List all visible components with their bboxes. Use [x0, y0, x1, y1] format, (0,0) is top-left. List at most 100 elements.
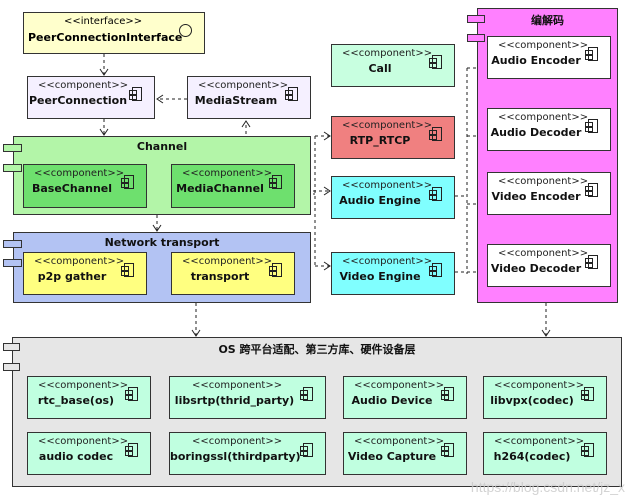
component-icon — [585, 255, 598, 269]
stereotype: <<component>> — [354, 380, 445, 391]
component-rtc-base[interactable]: <<component>> rtc_base(os) — [27, 376, 151, 419]
component-audio-decoder[interactable]: <<component>> Audio Decoder — [487, 108, 611, 151]
stereotype: <<component>> — [494, 380, 585, 391]
watermark: https://blog.csdn.net/jz_x — [470, 479, 625, 495]
component-name: Video Capture — [347, 450, 437, 463]
component-name: Video Encoder — [491, 190, 581, 203]
stereotype: <<component>> — [192, 436, 283, 447]
component-video-encoder[interactable]: <<component>> Video Encoder — [487, 172, 611, 215]
interface-stereotype: <<interface>> — [64, 16, 143, 27]
stereotype: <<component>> — [498, 40, 589, 51]
component-name: p2p gather — [37, 270, 107, 283]
component-icon — [429, 263, 442, 277]
package-tab-icon — [467, 34, 485, 42]
component-video-decoder[interactable]: <<component>> Video Decoder — [487, 244, 611, 287]
component-p2p-gather[interactable]: <<component>> p2p gather — [23, 252, 147, 295]
package-tab-icon — [3, 144, 22, 152]
component-name: boringssl(thirdparty) — [170, 450, 301, 463]
stereotype: <<component>> — [498, 112, 589, 123]
component-mediachannel[interactable]: <<component>> MediaChannel — [171, 164, 295, 208]
package-tab-icon — [3, 164, 22, 172]
component-icon — [429, 187, 442, 201]
component-rtp-rtcp[interactable]: <<component>> RTP_RTCP — [331, 116, 455, 159]
stereotype: <<component>> — [342, 256, 433, 267]
package-tab-icon — [3, 363, 20, 371]
component-mediastream[interactable]: <<component>> MediaStream — [187, 76, 311, 119]
component-libsrtp[interactable]: <<component>> libsrtp(thrid_party) — [169, 376, 326, 419]
component-video-capture[interactable]: <<component>> Video Capture — [343, 432, 467, 475]
package-tab-icon — [3, 343, 20, 351]
stereotype: <<component>> — [342, 48, 433, 59]
component-icon — [441, 443, 454, 457]
component-name: rtc_base(os) — [37, 394, 115, 407]
stereotype: <<component>> — [342, 180, 433, 191]
stereotype: <<component>> — [34, 168, 125, 179]
component-audio-device[interactable]: <<component>> Audio Device — [343, 376, 467, 419]
package-title: 编解码 — [531, 14, 564, 27]
component-icon — [581, 443, 594, 457]
stereotype: <<component>> — [498, 176, 589, 187]
stereotype: <<component>> — [494, 436, 585, 447]
stereotype: <<component>> — [198, 80, 289, 91]
interface-circle-icon — [179, 24, 192, 37]
package-tab-icon — [3, 259, 22, 267]
component-name: RTP_RTCP — [349, 134, 411, 147]
component-icon — [429, 55, 442, 69]
stereotype: <<component>> — [354, 436, 445, 447]
component-peerconnection[interactable]: <<component>>PeerConnection — [27, 76, 155, 119]
peer-connection-interface[interactable]: <<interface>> PeerConnectionInterface — [23, 12, 205, 54]
component-name: libsrtp(thrid_party) — [174, 394, 295, 407]
component-icon — [121, 175, 134, 189]
component-icon — [269, 175, 282, 189]
component-name: Call — [368, 62, 392, 75]
component-audio-encoder[interactable]: <<component>> Audio Encoder — [487, 36, 611, 79]
component-name: Audio Encoder — [491, 54, 581, 67]
component-icon — [300, 387, 313, 401]
component-basechannel[interactable]: <<component>> BaseChannel — [23, 164, 147, 208]
stereotype: <<component>> — [498, 248, 589, 259]
component-boringssl[interactable]: <<component>> boringssl(thirdparty) — [169, 432, 326, 475]
component-libvpx[interactable]: <<component>> libvpx(codec) — [483, 376, 607, 419]
component-icon — [285, 87, 298, 101]
component-name: audio codec — [38, 450, 114, 463]
component-name: Video Decoder — [490, 262, 582, 275]
component-name: MediaStream — [194, 94, 278, 107]
component-video-engine[interactable]: <<component>>Video Engine — [331, 252, 455, 295]
package-title: OS 跨平台适配、第三方库、硬件设备层 — [218, 343, 416, 356]
component-icon — [585, 183, 598, 197]
component-name: Audio Engine — [339, 194, 421, 207]
stereotype: <<component>> — [38, 380, 129, 391]
stereotype: <<component>> — [182, 168, 273, 179]
component-name: BaseChannel — [31, 182, 113, 195]
component-icon — [129, 87, 142, 101]
stereotype: <<component>> — [182, 256, 273, 267]
component-icon — [581, 387, 594, 401]
component-transport[interactable]: <<component>> transport — [171, 252, 295, 295]
component-icon — [300, 443, 313, 457]
package-tab-icon — [467, 15, 485, 23]
component-icon — [585, 119, 598, 133]
component-icon — [441, 387, 454, 401]
stereotype: <<component>> — [192, 380, 283, 391]
component-name: Audio Device — [351, 394, 433, 407]
stereotype: <<component>> — [38, 436, 129, 447]
interface-name: PeerConnectionInterface — [28, 31, 183, 44]
stereotype: <<component>> — [342, 120, 433, 131]
component-audio-engine[interactable]: <<component>> Audio Engine — [331, 176, 455, 219]
component-name: transport — [190, 270, 250, 283]
package-title: Channel — [136, 140, 188, 153]
component-h264[interactable]: <<component>> h264(codec) — [483, 432, 607, 475]
component-icon — [269, 263, 282, 277]
component-audio-codec[interactable]: <<component>> audio codec — [27, 432, 151, 475]
component-name: Audio Decoder — [490, 126, 582, 139]
package-tab-icon — [3, 240, 22, 248]
component-name: libvpx(codec) — [490, 394, 574, 407]
component-name: h264(codec) — [493, 450, 571, 463]
component-call[interactable]: <<component>> Call — [331, 44, 455, 87]
component-icon — [585, 47, 598, 61]
component-icon — [125, 443, 138, 457]
component-name: MediaChannel — [176, 182, 264, 195]
component-name: PeerConnection — [28, 94, 128, 107]
stereotype: <<component>> — [34, 256, 125, 267]
package-title: Network transport — [104, 236, 220, 249]
